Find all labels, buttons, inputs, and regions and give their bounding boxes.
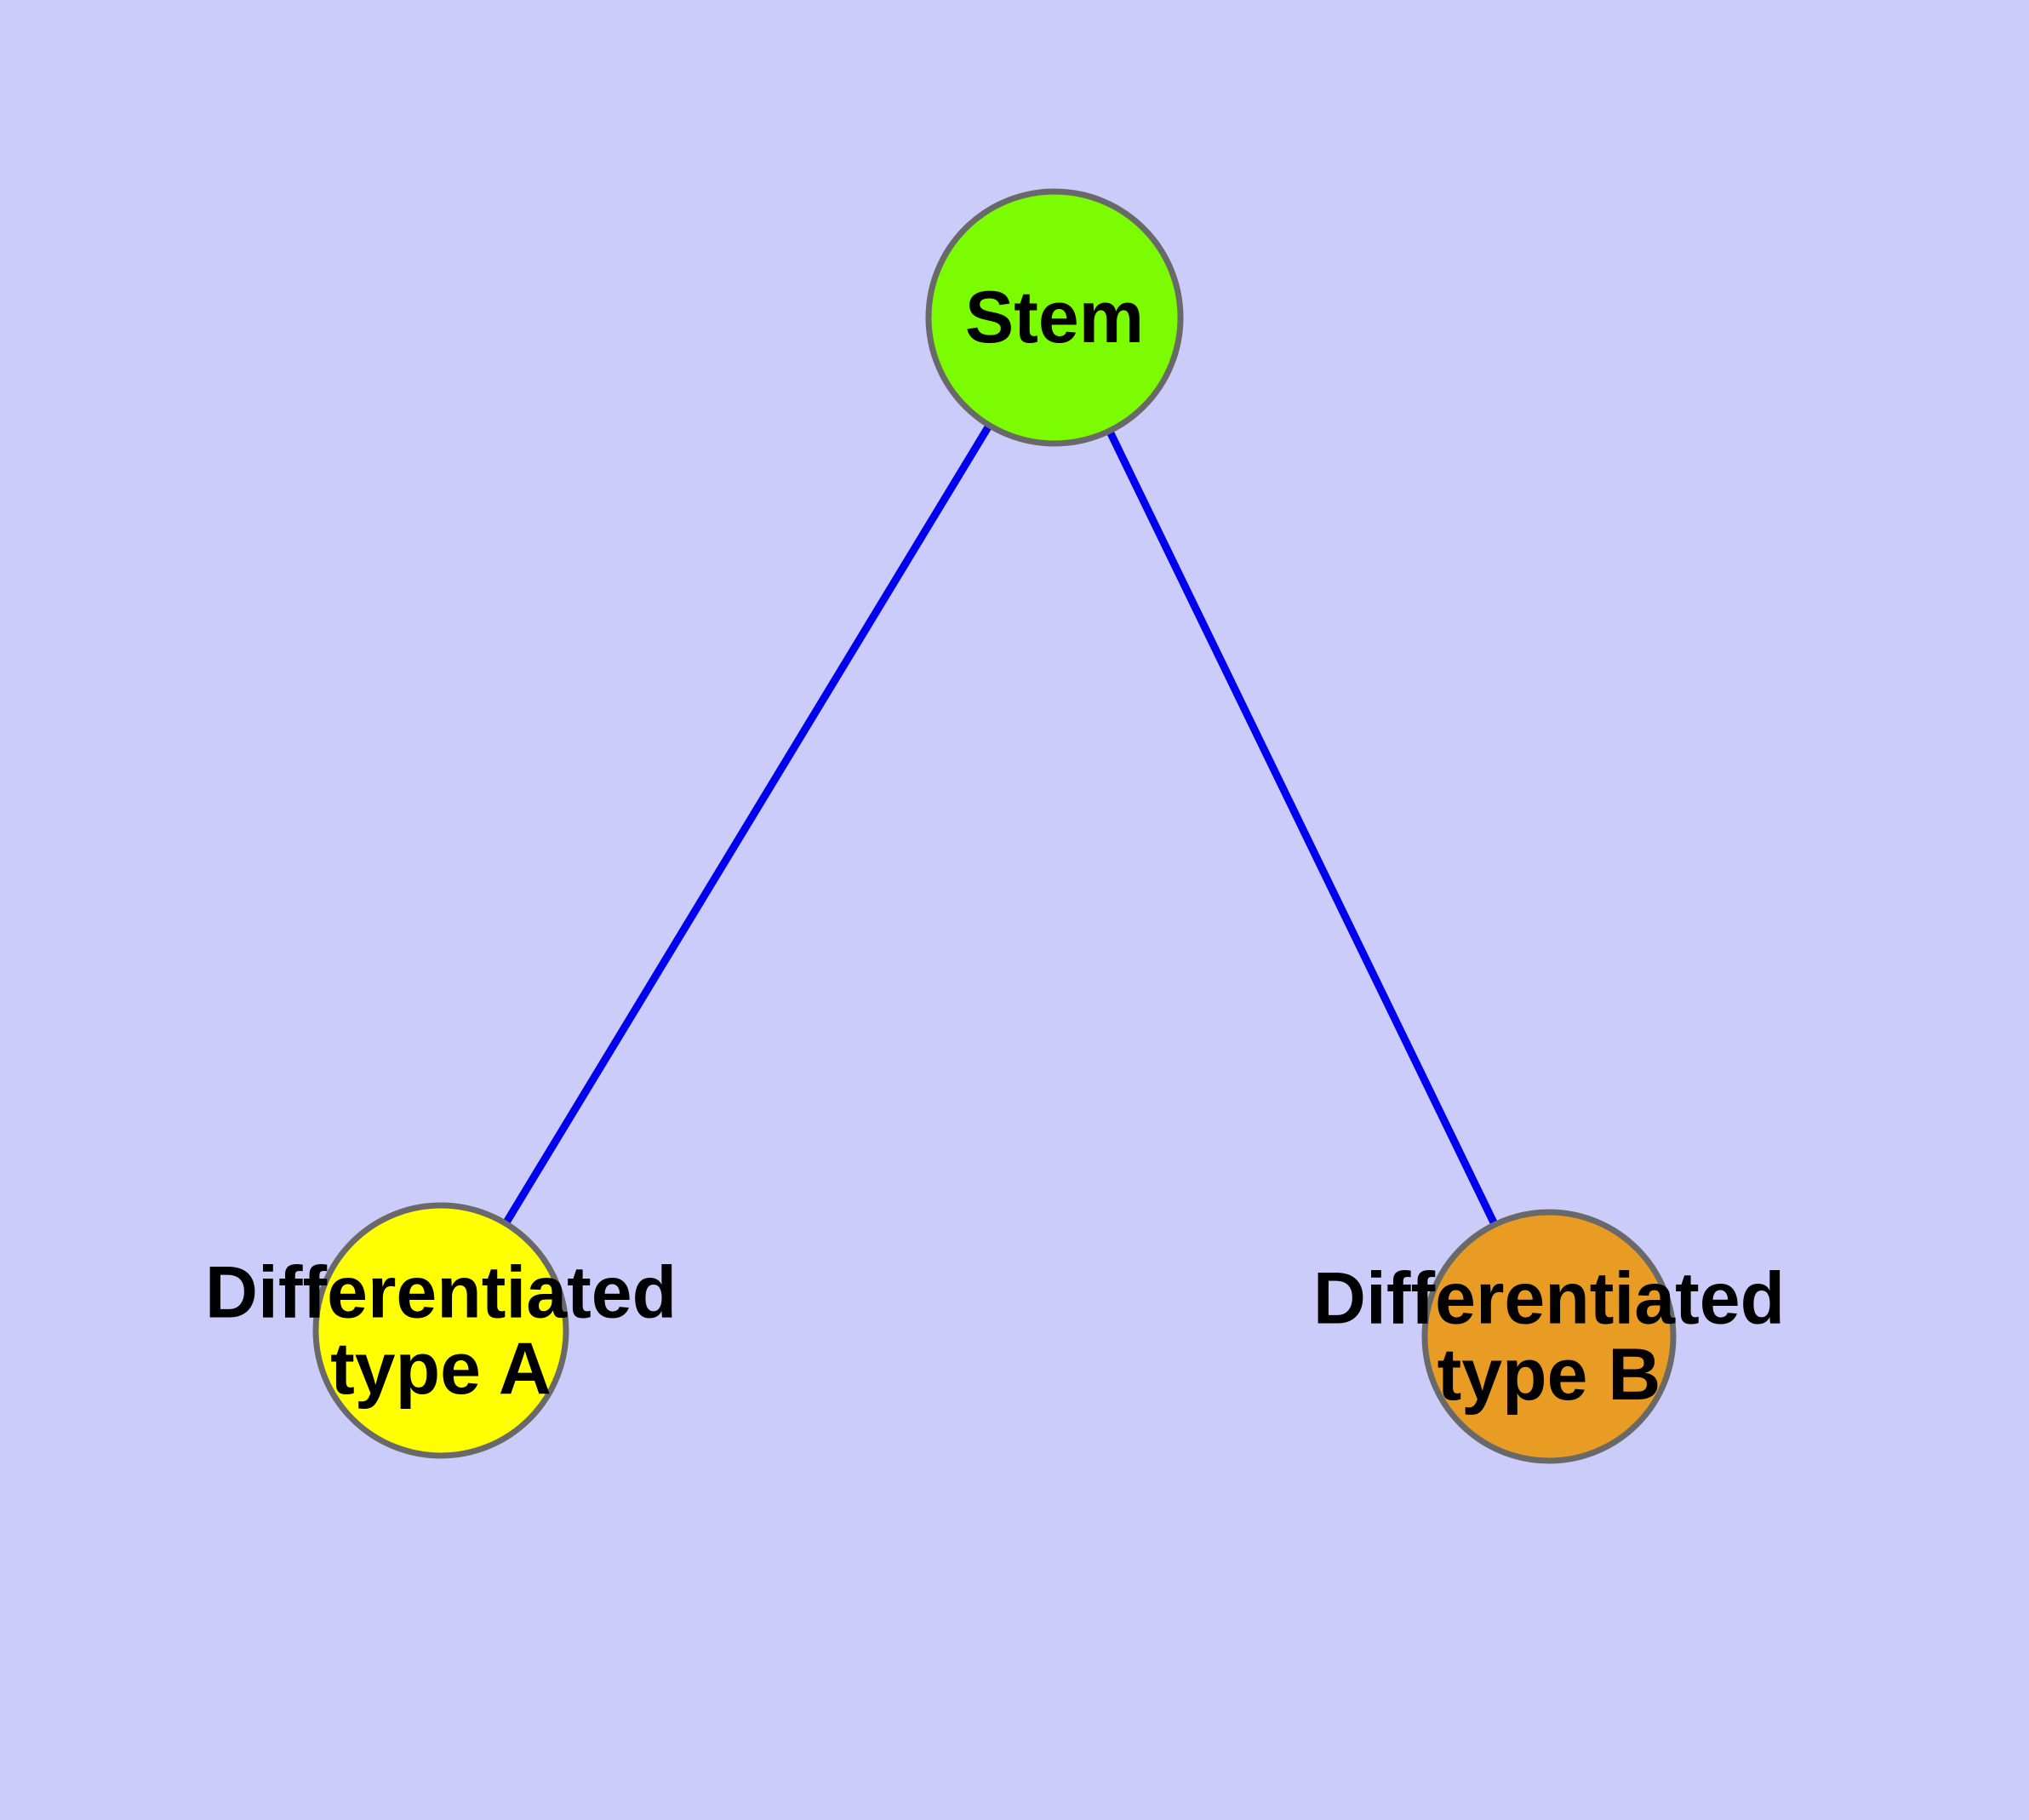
node-stem-circle[interactable] xyxy=(925,188,1184,447)
node-stem-label: Stem xyxy=(965,277,1144,358)
edge-stem-to-differentiated-type-b[interactable] xyxy=(1050,316,1553,1338)
node-differentiated-type-a-circle[interactable] xyxy=(312,1202,569,1459)
edge-layer xyxy=(437,315,1553,1338)
node-differentiated-type-b-circle[interactable] xyxy=(1421,1209,1677,1464)
node-stem[interactable]: Stem xyxy=(925,188,1184,447)
edge-stem-to-differentiated-type-a[interactable] xyxy=(437,315,1058,1333)
